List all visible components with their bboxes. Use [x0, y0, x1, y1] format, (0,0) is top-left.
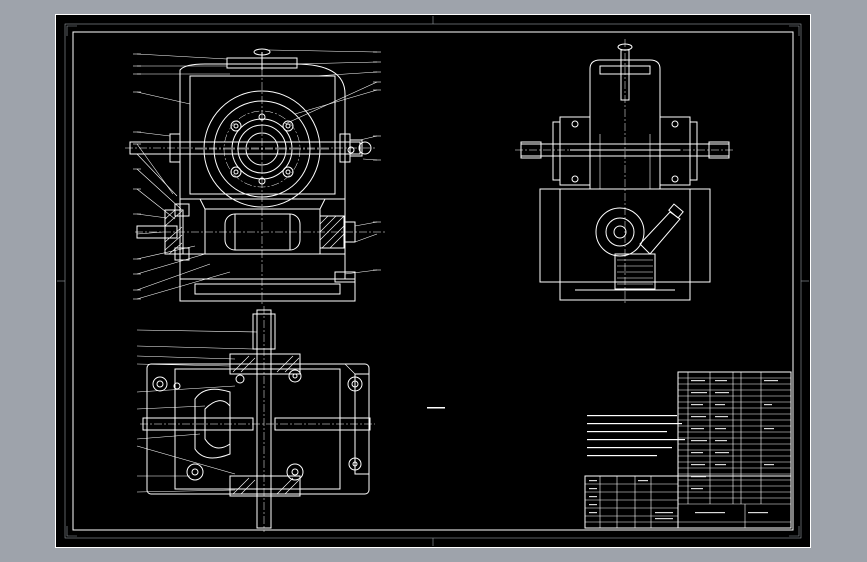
technical-notes	[427, 407, 685, 457]
drawing-border	[55, 14, 811, 548]
front-view	[125, 48, 385, 304]
top-view	[136, 306, 375, 532]
assembly-drawing	[55, 14, 811, 548]
parts-list	[584, 371, 792, 529]
side-view	[515, 39, 735, 304]
cad-viewport[interactable]	[55, 14, 811, 548]
